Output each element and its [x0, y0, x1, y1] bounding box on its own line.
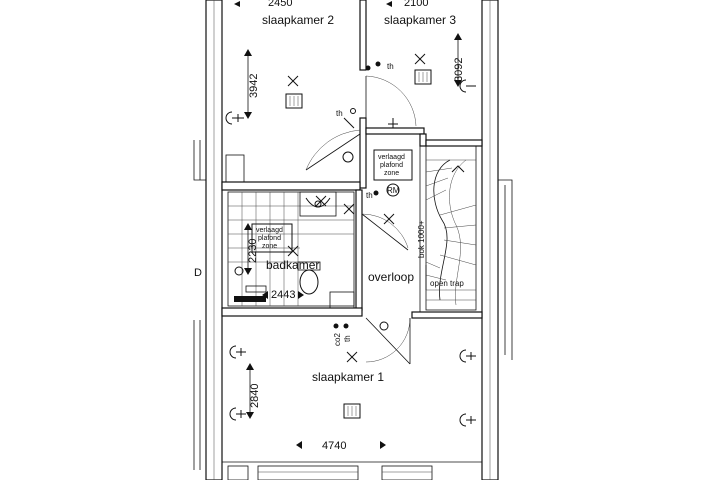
thermostat-label-bedroom-1: th: [343, 335, 352, 342]
bath-width-dimension: 2443: [271, 289, 295, 301]
top-right-dimension: 2100: [404, 0, 428, 9]
bedroom-2-depth-dimension: 3942: [248, 74, 260, 98]
outer-walls: [193, 0, 513, 480]
bedroom-3-depth-dimension: 3092: [453, 58, 465, 82]
radiator-icon: [343, 403, 361, 419]
landing-label: overloop: [368, 270, 414, 284]
dimension-lines: [234, 1, 462, 449]
lowered-ceiling-2-line2: plafond: [258, 235, 281, 242]
stair-beam-label: bok 1000+: [417, 220, 426, 258]
open-stair-label: open trap: [430, 279, 464, 288]
bedroom-1-label: slaapkamer 1: [312, 370, 384, 384]
lowered-ceiling-box-1: [373, 149, 413, 181]
ceiling-lights: [287, 53, 426, 363]
radiator-icon: [285, 93, 303, 109]
radiator-icon: [414, 69, 432, 85]
lowered-ceiling-2-line3: zone: [262, 243, 277, 250]
thermostat-label-bedroom-3: th: [387, 62, 394, 71]
interior-walls: [221, 0, 483, 463]
wall-outlets: [225, 61, 476, 427]
staircase: [425, 145, 477, 311]
top-left-dimension: 2450: [268, 0, 292, 9]
thermostat-label-bedroom-2: th: [336, 109, 343, 118]
lowered-ceiling-1-line2: plafond: [380, 162, 403, 169]
letter-d-label: D: [194, 267, 202, 279]
bath-depth-dimension: 2230: [247, 239, 259, 263]
radiators: [285, 69, 432, 419]
doors: [305, 75, 417, 365]
bedroom-1-depth-dimension: 2840: [249, 384, 261, 408]
bedroom-3-label: slaapkamer 3: [384, 13, 456, 27]
lowered-ceiling-1-line1: verlaagd: [378, 154, 405, 161]
lowered-ceiling-1-line3: zone: [384, 170, 399, 177]
co2-label: co2: [333, 333, 342, 346]
bedroom-2-label: slaapkamer 2: [262, 13, 334, 27]
rm-label: RM: [387, 186, 400, 195]
bathroom-label: badkamer: [266, 258, 319, 272]
bottom-windows: [227, 465, 433, 480]
thermostat-label-landing: th: [366, 191, 373, 200]
lowered-ceiling-2-line1: verlaagd: [256, 227, 283, 234]
bedroom-1-width-dimension: 4740: [322, 440, 346, 452]
bathroom-fixtures: [227, 191, 355, 309]
